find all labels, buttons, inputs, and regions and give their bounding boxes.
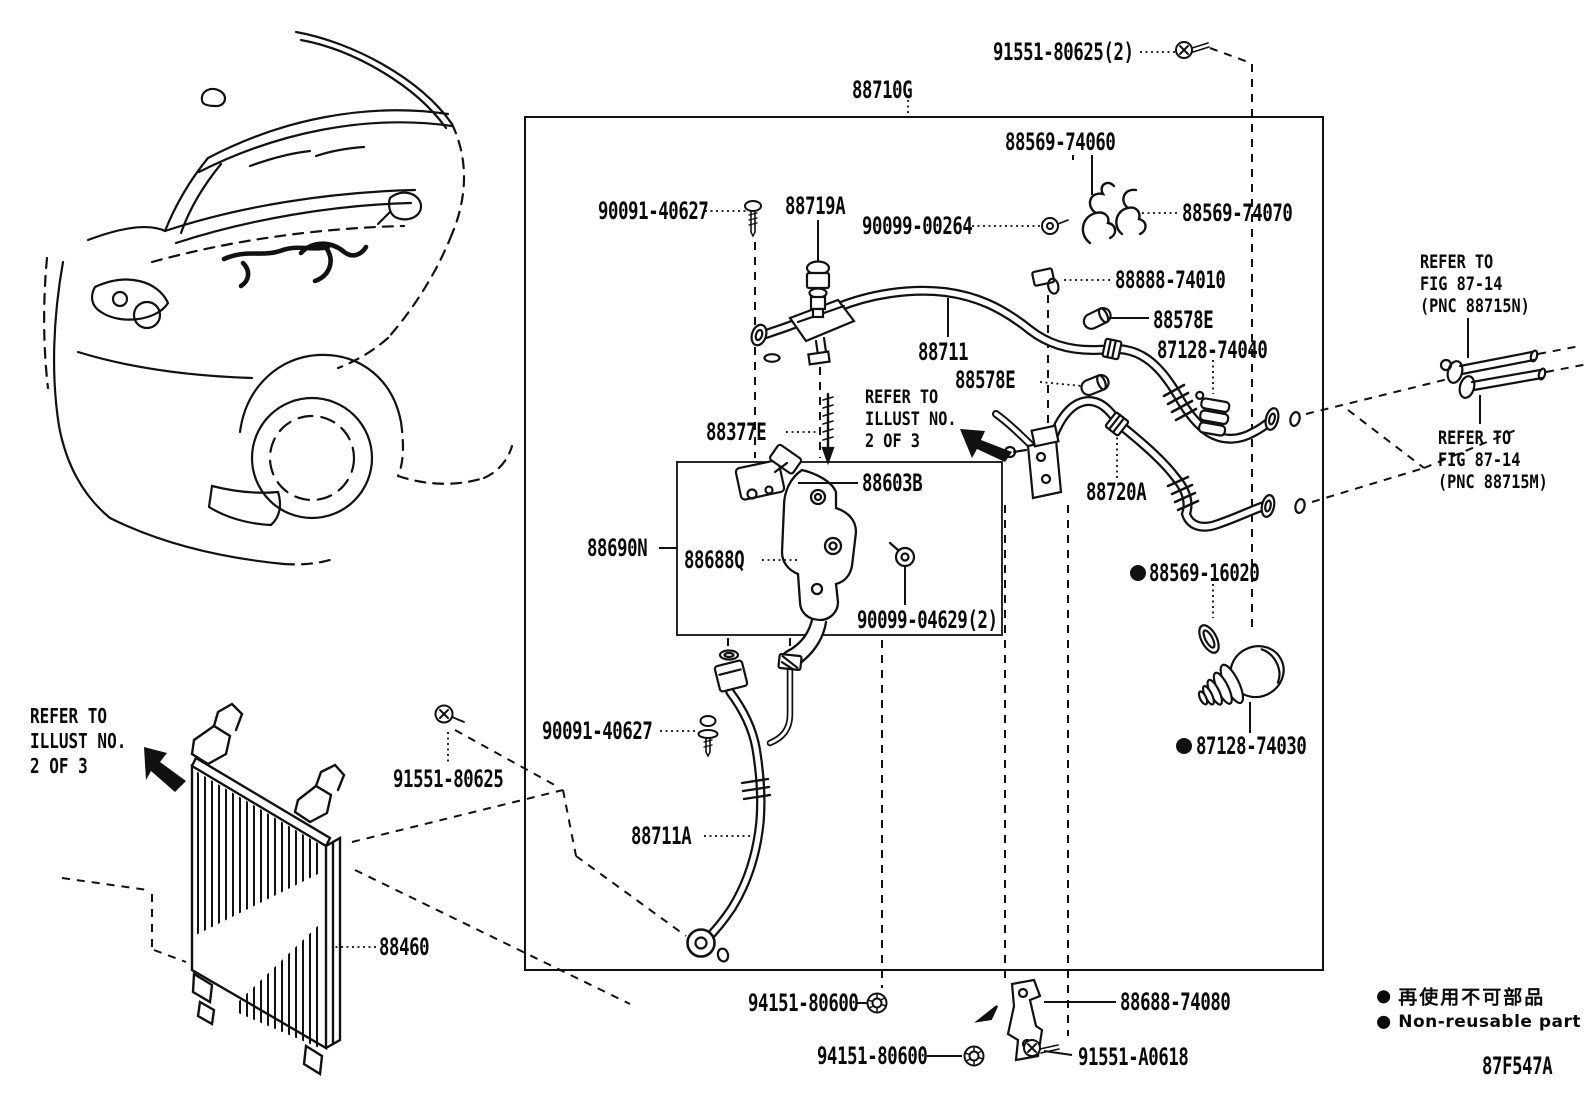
fastener-icons <box>434 41 1210 1067</box>
legend-jp: ● 再使用不可部品 <box>1377 983 1545 1010</box>
clip-88569-74070 <box>1115 188 1147 236</box>
screw-icon-90091-2 <box>697 715 719 758</box>
screw-icon-91551-80625 <box>434 704 465 724</box>
part-label-88688-74080: 88688-74080 <box>1120 988 1231 1016</box>
nut-icon-94151-2 <box>963 1045 985 1067</box>
clip-88569-74060 <box>1081 181 1117 245</box>
part-label-88711: 88711 <box>918 338 969 366</box>
screw-icon-91551-A0618 <box>1023 1039 1060 1057</box>
note-fig-87-14-M: REFER TO FIG 87-14 (PNC 88715M) <box>1438 427 1548 493</box>
non-reusable-dot-87128-74030 <box>1176 738 1192 754</box>
note-fig-87-14-N: REFER TO FIG 87-14 (PNC 88715N) <box>1420 251 1530 317</box>
non-reusable-dot-icon: ● <box>1377 1009 1391 1034</box>
pointer-arrow-center <box>960 429 1012 462</box>
legend-en: ● Non-reusable part <box>1377 1011 1581 1033</box>
note-illust-center: REFER TO ILLUST NO. 2 OF 3 <box>865 386 957 452</box>
grommet-88578E-a <box>1082 306 1112 330</box>
part-label-90091-40627-a: 90091-40627 <box>598 197 709 225</box>
pipe-thin-88711A <box>766 666 794 747</box>
part-label-88719A: 88719A <box>785 192 846 220</box>
non-reusable-dot-icon: ● <box>1377 983 1391 1008</box>
pointer-arrow-condenser <box>144 747 186 792</box>
part-label-88711A: 88711A <box>631 822 692 850</box>
bolt-90099-04629 <box>894 546 916 568</box>
fittings <box>686 181 1547 1062</box>
part-label-87128-74030: 87128-74030 <box>1196 732 1307 760</box>
part-label-94151-80600-a: 94151-80600 <box>748 989 859 1017</box>
fitting-88711A-top <box>713 659 749 693</box>
legend-en-text: Non-reusable part <box>1398 1012 1582 1032</box>
part-label-88888-74010: 88888-74010 <box>1115 266 1226 294</box>
legend-jp-text: 再使用不可部品 <box>1398 986 1546 1009</box>
part-label-88720A: 88720A <box>1086 478 1147 506</box>
part-label-88710G: 88710G <box>852 76 913 104</box>
part-label-88569-16020: 88569-16020 <box>1149 559 1260 587</box>
dashed-reference-lines <box>61 47 1589 1036</box>
part-label-87128-74040: 87128-74040 <box>1157 336 1268 364</box>
part-label-90091-40627-b: 90091-40627 <box>542 717 653 745</box>
part-label-88578E-a: 88578E <box>1153 306 1214 334</box>
note-illust-left: REFER TO ILLUST NO. 2 OF 3 <box>30 704 127 778</box>
fitting-88888-74010 <box>1031 267 1060 295</box>
connector-cluster-88715 <box>1439 349 1547 399</box>
car-sketch <box>43 30 514 566</box>
nut-icon-94151-1 <box>866 992 888 1014</box>
part-label-91551-80625-2: 91551-80625(2) <box>993 38 1134 66</box>
nut-88711A <box>777 652 803 672</box>
leader-lines <box>334 51 1481 1057</box>
part-label-88569-74060: 88569-74060 <box>1005 128 1116 156</box>
part-label-88460: 88460 <box>379 933 430 961</box>
non-reusable-dots <box>1130 565 1192 754</box>
part-label-90099-00264: 90099-00264 <box>862 212 973 240</box>
part-label-88578E-b: 88578E <box>955 366 1016 394</box>
eyelet-flange <box>686 928 716 958</box>
grommet-88578E-b <box>1080 373 1110 397</box>
condenser <box>190 702 346 1077</box>
receiver-87128-74030 <box>1197 645 1285 706</box>
pipe-bracket <box>1026 438 1063 500</box>
valve-88603B <box>734 443 803 501</box>
figure-code: 87F547A <box>1482 1052 1553 1080</box>
bolt-icon-90099-00264 <box>1041 217 1069 235</box>
part-label-90099-04629-2: 90099-04629(2) <box>857 606 998 634</box>
part-label-88377E: 88377E <box>706 418 767 446</box>
pipes <box>701 285 1277 945</box>
oring-88569-16020 <box>1198 624 1220 654</box>
screw-icon-90091-1 <box>744 200 762 238</box>
part-label-88688Q: 88688Q <box>684 546 745 574</box>
non-reusable-dot-88569-16020 <box>1130 565 1146 581</box>
screw-icon-top <box>1175 41 1210 59</box>
part-label-94151-80600-b: 94151-80600 <box>817 1042 928 1070</box>
bracket-88688Q <box>780 468 858 668</box>
pipe-88720A <box>1041 396 1269 532</box>
part-label-91551-A0618: 91551-A0618 <box>1078 1043 1189 1071</box>
clamp-87128-74040 <box>1195 390 1231 437</box>
part-label-91551-80625: 91551-80625 <box>393 765 504 793</box>
part-label-88690N: 88690N <box>587 534 648 562</box>
part-label-88569-74070: 88569-74070 <box>1182 199 1293 227</box>
part-label-88603B: 88603B <box>862 469 923 497</box>
